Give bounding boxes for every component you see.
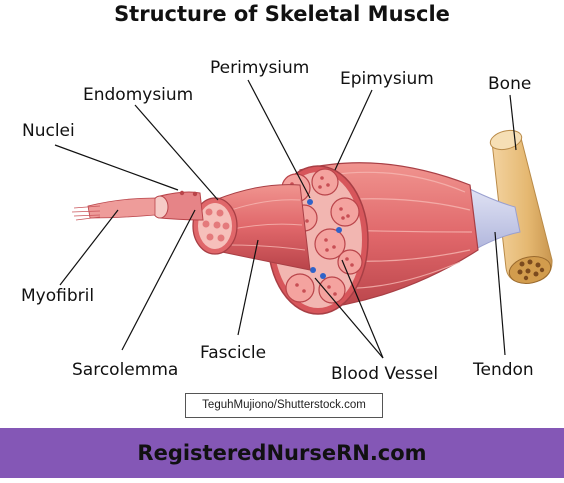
label-myofibril: Myofibril (21, 286, 95, 306)
label-endomysium: Endomysium (83, 85, 194, 105)
footer-banner: RegisteredNurseRN.com (0, 428, 564, 478)
label-bone: Bone (488, 74, 532, 94)
bone-shape (489, 129, 553, 284)
muscle-fiber-shape (151, 190, 204, 221)
myofibril-shape (71, 197, 156, 221)
label-perimysium: Perimysium (210, 58, 310, 78)
label-epimysium: Epimysium (340, 69, 434, 89)
label-tendon: Tendon (473, 360, 534, 380)
label-sarcolemma: Sarcolemma (72, 360, 179, 380)
diagram-title: Structure of Skeletal Muscle (114, 2, 450, 26)
leader-lines (54, 79, 517, 359)
label-fascicle: Fascicle (200, 343, 267, 363)
blood-vessel-dots (277, 199, 342, 279)
label-nuclei: Nuclei (22, 121, 75, 141)
image-credit: TeguhMujiono/Shutterstock.com (185, 393, 383, 418)
fascicle-shape (192, 184, 311, 271)
label-blood-vessel: Blood Vessel (331, 364, 439, 384)
footer-site-name: RegisteredNurseRN.com (137, 441, 427, 465)
